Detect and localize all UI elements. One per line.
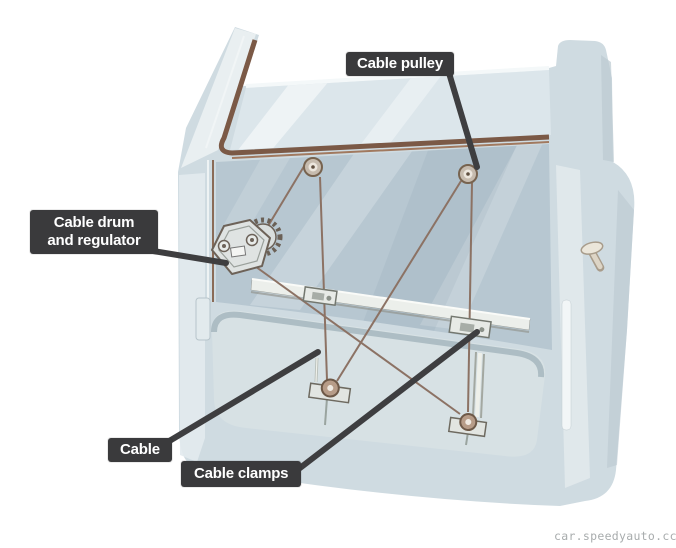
door-left-edge	[179, 173, 205, 462]
label-cable-drum-line2: and regulator	[47, 232, 141, 249]
lower-pulley-left-icon	[307, 378, 352, 404]
window-frame-seal	[218, 39, 550, 159]
front-pillar-face	[181, 28, 256, 168]
label-cable-drum-line1: Cable drum	[53, 214, 135, 231]
label-cable-pulley-text: Cable pulley	[357, 55, 443, 72]
leader-cable-clamps	[297, 329, 480, 471]
label-cable-text: Cable	[120, 441, 160, 458]
door-rear-edge-shade	[607, 190, 634, 468]
guide-channel-right	[472, 351, 485, 419]
inner-panel-flange	[195, 160, 214, 341]
lower-pulley-right-icon	[447, 413, 488, 438]
watermark-text: car.speedyauto.cc	[554, 529, 676, 543]
label-cable-clamps: Cable clamps	[181, 461, 302, 487]
label-cable: Cable	[108, 438, 172, 462]
cable-drum-to-lower-right-pulley	[251, 263, 461, 415]
leader-cable-drum	[144, 247, 229, 266]
cable-diagonal-left-to-right	[336, 180, 462, 382]
leader-lines	[144, 70, 480, 471]
cable-clamp-right-icon	[448, 315, 492, 339]
cable-pulley-top-left-icon	[303, 157, 323, 177]
guide-post-left	[314, 357, 319, 383]
cable-tail-left	[324, 397, 328, 426]
cable-right-vertical	[467, 182, 473, 413]
label-cable-pulley: Cable pulley	[346, 52, 454, 76]
cable-left-vertical	[319, 176, 328, 381]
label-cable-drum-and-regulator: Cable drum and regulator	[30, 210, 158, 254]
leader-cable-pulley	[446, 70, 480, 170]
rear-face-slot	[561, 299, 572, 431]
window-glass-upper	[230, 66, 551, 150]
label-cable-clamps-text: Cable clamps	[194, 465, 289, 482]
cable-lines	[251, 162, 473, 446]
cable-pulley-top-right-icon	[458, 164, 478, 184]
glass-top-edge	[245, 66, 550, 88]
cable-clamp-left-icon	[302, 286, 338, 307]
leader-cable	[163, 349, 321, 446]
door-handle-icon	[580, 241, 605, 272]
